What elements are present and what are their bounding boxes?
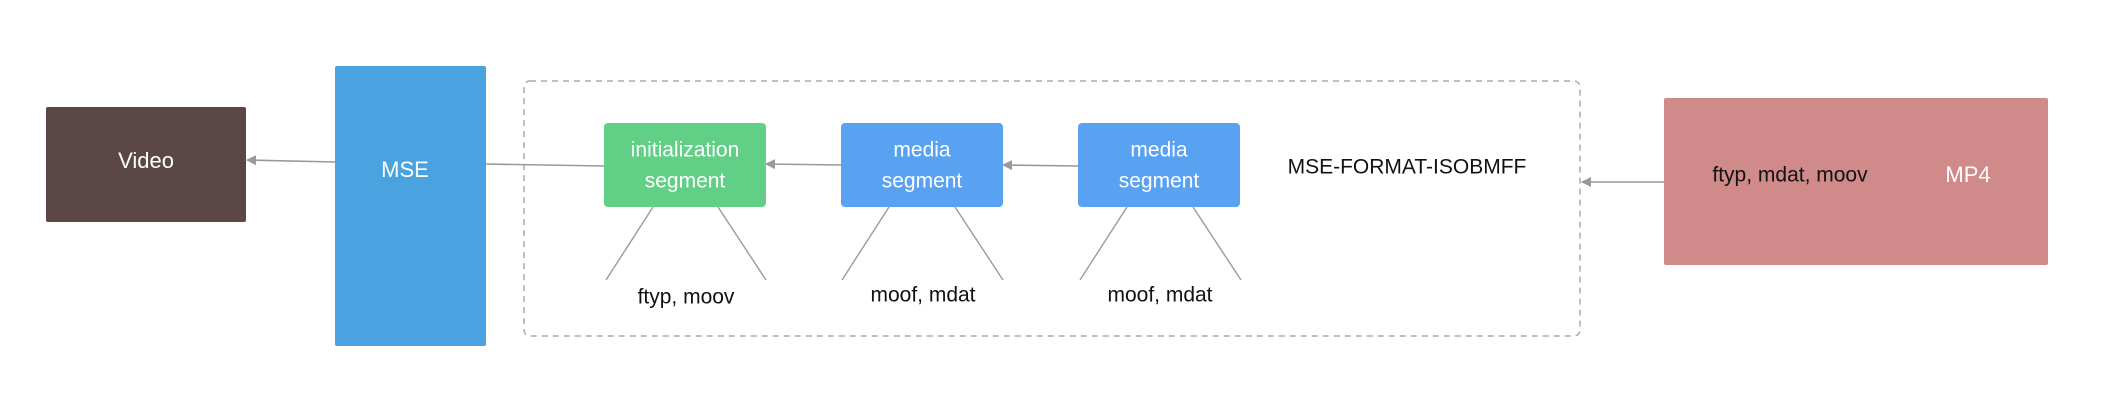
init-segment-node: initialization segment (604, 123, 766, 207)
media-segment-2-contents: moof, mdat (1107, 284, 1212, 307)
init-segment-leg-left (605, 206, 654, 281)
init-segment-leg-right (717, 206, 767, 281)
edge-init-to-mse (485, 163, 605, 167)
init-segment-label-line2: segment (645, 170, 726, 193)
media-segment-1-contents: moof, mdat (870, 284, 975, 307)
media-segment-1-label-line1: media (893, 139, 951, 162)
media-segment-1-node: media segment (841, 123, 1003, 207)
mse-node: MSE (335, 66, 486, 346)
media-segment-2-leg-right (1192, 206, 1242, 281)
edge-media1-to-init (765, 159, 842, 170)
isobmff-container (523, 80, 1581, 337)
mp4-node: ftyp, mdat, moov MP4 (1664, 98, 2048, 265)
edge-mse-to-video (246, 155, 336, 166)
init-segment-label-line1: initialization (631, 139, 740, 162)
isobmff-container-label: MSE-FORMAT-ISOBMFF (1288, 156, 1527, 179)
video-node-label: Video (118, 148, 174, 173)
media-segment-2-label-line2: segment (1119, 170, 1200, 193)
media-segment-2-label-line1: media (1130, 139, 1188, 162)
media-segment-1-leg-right (954, 206, 1004, 281)
media-segment-2-leg-left (1079, 206, 1128, 281)
init-segment-contents: ftyp, moov (638, 286, 735, 309)
media-segment-1-label-line2: segment (882, 170, 963, 193)
edge-media2-to-media1 (1002, 160, 1079, 171)
mse-node-label: MSE (381, 157, 429, 182)
mp4-node-label: MP4 (1945, 162, 1990, 187)
media-segment-1-leg-left (841, 206, 890, 281)
mp4-contents: ftyp, mdat, moov (1712, 164, 1868, 187)
media-segment-2-node: media segment (1078, 123, 1240, 207)
video-node: Video (46, 107, 246, 222)
